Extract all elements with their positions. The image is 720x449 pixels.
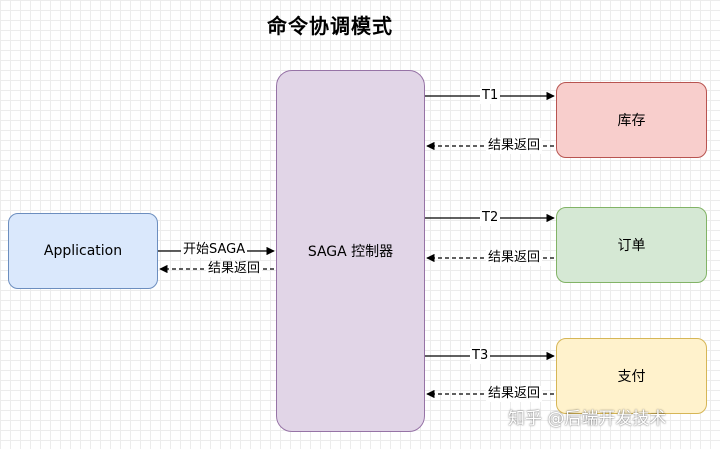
diagram-title: 命令协调模式 [267, 14, 393, 38]
inventory-label: 库存 [617, 113, 646, 129]
edge-label-start-saga: 开始SAGA [181, 242, 248, 258]
order-label: 订单 [617, 238, 646, 254]
saga-controller-node[interactable]: SAGA 控制器 [276, 70, 425, 432]
edge-label-t2: T2 [480, 210, 501, 226]
watermark: 知乎 @后端开发技术 [508, 409, 667, 429]
payment-label: 支付 [617, 369, 646, 385]
edge-label-t1: T1 [480, 88, 501, 104]
application-node[interactable]: Application [8, 213, 158, 289]
order-node[interactable]: 订单 [556, 207, 707, 283]
edge-label-t3: T3 [470, 348, 491, 364]
edge-label-app-return: 结果返回 [206, 261, 263, 277]
saga-controller-label: SAGA 控制器 [307, 244, 394, 260]
application-label: Application [43, 243, 123, 259]
payment-node[interactable]: 支付 [556, 338, 707, 414]
edge-label-t1-return: 结果返回 [486, 138, 543, 154]
inventory-node[interactable]: 库存 [556, 82, 707, 158]
edge-label-t2-return: 结果返回 [486, 250, 543, 266]
edge-label-t3-return: 结果返回 [486, 386, 543, 402]
